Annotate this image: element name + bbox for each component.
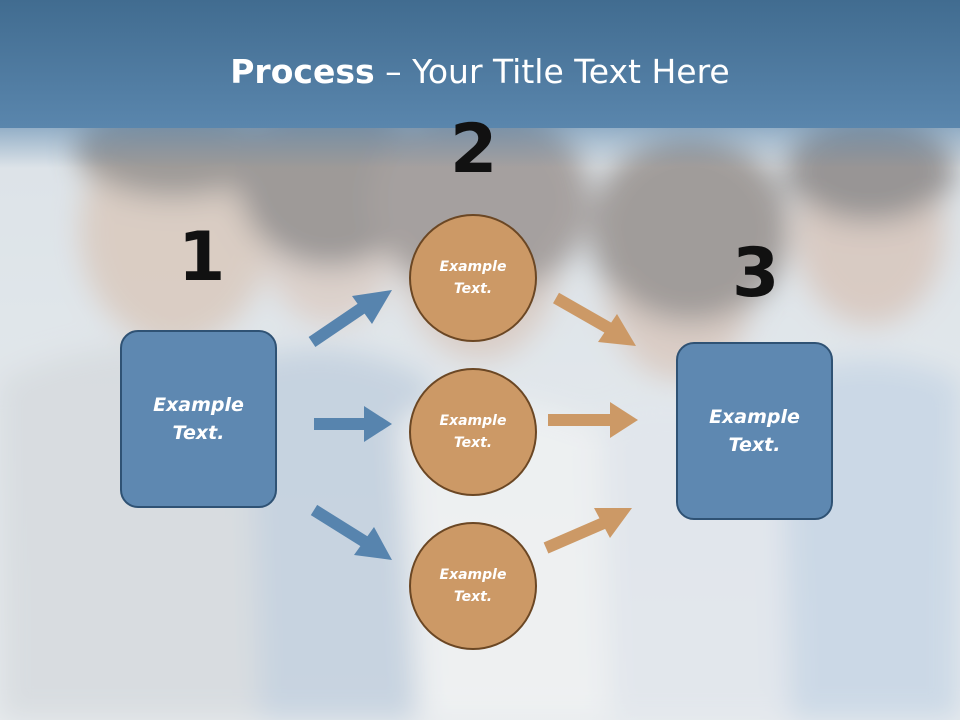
arrow-left-to-circle-1 xyxy=(308,290,392,347)
slide-title[interactable]: Process – Your Title Text Here xyxy=(0,52,960,91)
right-box-line-2: Text. xyxy=(728,434,781,456)
title-rest: – Your Title Text Here xyxy=(374,52,730,91)
title-bar-fade xyxy=(0,128,960,168)
arrow-left-to-circle-3 xyxy=(310,504,392,560)
arrow-circle-1-to-right xyxy=(553,292,636,346)
step-number-1: 1 xyxy=(178,218,226,297)
arrow-left-to-circle-2 xyxy=(314,406,392,442)
step-number-3: 3 xyxy=(732,234,780,313)
circle-3-line-2: Text. xyxy=(453,589,493,605)
left-text-box[interactable]: Example Text. xyxy=(120,330,277,508)
right-text-box[interactable]: Example Text. xyxy=(676,342,833,520)
circle-3[interactable]: Example Text. xyxy=(409,522,537,650)
left-box-line-1: Example xyxy=(153,393,244,416)
circle-2[interactable]: Example Text. xyxy=(409,368,537,496)
circle-1[interactable]: Example Text. xyxy=(409,214,537,342)
arrow-circle-3-to-right xyxy=(543,508,632,554)
circle-2-line-1: Example xyxy=(439,412,507,429)
title-bold: Process xyxy=(230,52,375,91)
left-box-line-2: Text. xyxy=(172,422,225,444)
arrow-circle-2-to-right xyxy=(548,402,638,438)
blue-arrows xyxy=(308,290,392,560)
step-number-2: 2 xyxy=(450,110,498,189)
circle-3-line-1: Example xyxy=(439,566,507,583)
right-box-line-1: Example xyxy=(709,405,800,428)
circle-1-line-1: Example xyxy=(439,258,507,275)
circle-2-line-2: Text. xyxy=(453,435,493,451)
orange-arrows xyxy=(543,292,638,554)
title-bar xyxy=(0,0,960,128)
circle-1-line-2: Text. xyxy=(453,281,493,297)
